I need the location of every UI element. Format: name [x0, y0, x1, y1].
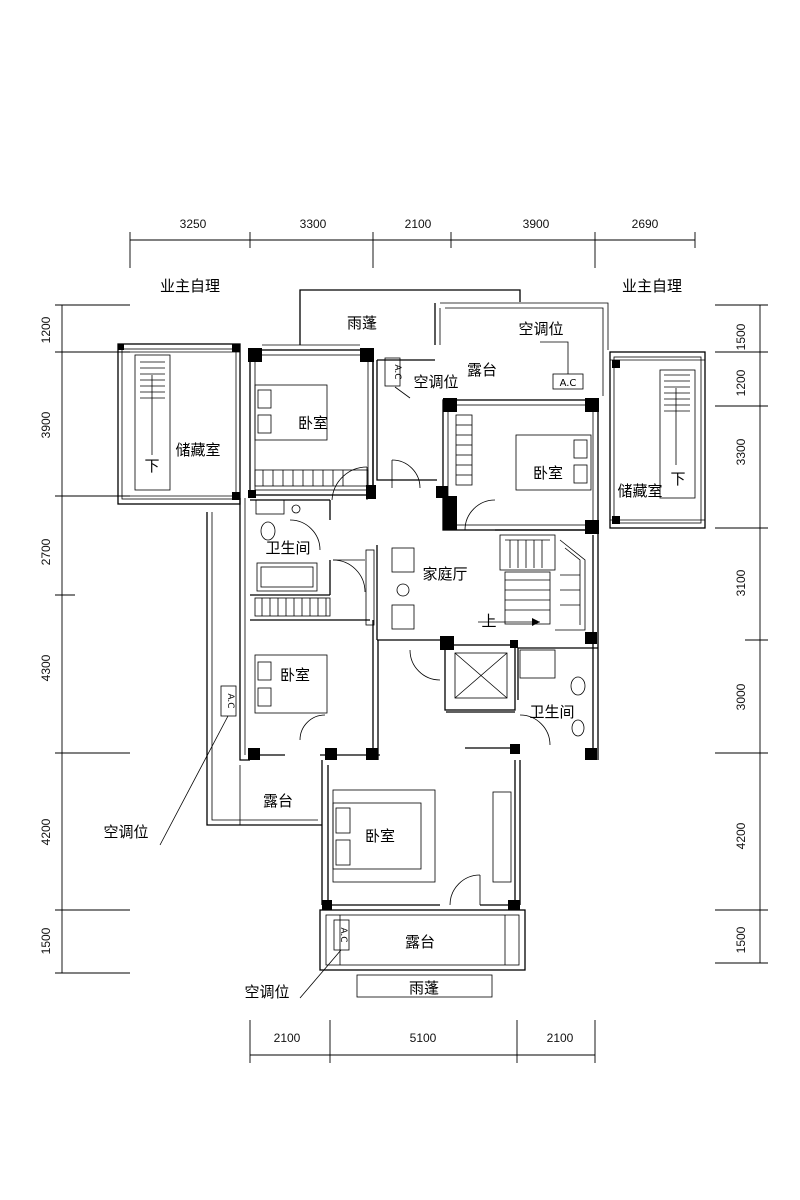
dim-right-5: 3000 — [734, 683, 748, 710]
dim-top-5: 2690 — [632, 217, 659, 231]
label-storage-right: 储藏室 — [617, 482, 662, 500]
label-ac-top: 空调位 — [518, 320, 563, 338]
dim-top-2: 3300 — [300, 217, 327, 231]
label-owner-left: 业主自理 — [160, 277, 220, 295]
label-ac-left: 空调位 — [103, 823, 148, 841]
dim-right-4: 3100 — [734, 569, 748, 596]
svg-text:A.C: A.C — [225, 693, 235, 708]
main-stair — [478, 534, 586, 631]
right-stair-treads — [664, 374, 690, 465]
dim-left-1: 1200 — [39, 316, 53, 343]
elevator-shaft — [444, 640, 518, 711]
main-walls — [206, 344, 599, 998]
dim-bottom-2: 5100 — [410, 1031, 437, 1045]
dimension-lines — [55, 232, 768, 1063]
dim-left-2: 3900 — [39, 411, 53, 438]
door-swings — [289, 459, 551, 906]
bed-middle-left — [254, 654, 328, 714]
dim-top-3: 2100 — [405, 217, 432, 231]
dim-right-7: 1500 — [734, 926, 748, 953]
bed-top-right — [515, 434, 592, 491]
label-stair-down-left: 下 — [144, 457, 159, 475]
dimensions-bottom: 2100 5100 2100 — [274, 1031, 574, 1045]
dim-left-6: 1500 — [39, 927, 53, 954]
label-terrace-bottom: 露台 — [405, 933, 435, 951]
label-bedroom-1: 卧室 — [298, 414, 328, 432]
label-stair-down-right: 下 — [670, 470, 685, 488]
label-ac-mid: 空调位 — [413, 373, 458, 391]
dim-right-2: 1200 — [734, 369, 748, 396]
label-stair-up: 上 — [481, 612, 496, 630]
left-stair-treads — [140, 361, 165, 455]
svg-text:A.C: A.C — [560, 378, 577, 389]
label-terrace-top: 露台 — [467, 361, 497, 379]
dim-left-5: 4200 — [39, 818, 53, 845]
label-canopy-bottom: 雨蓬 — [409, 979, 439, 997]
ac-tag-top: A.C — [384, 357, 402, 387]
dim-bottom-1: 2100 — [274, 1031, 301, 1045]
dim-top-1: 3250 — [180, 217, 207, 231]
top-canopy — [299, 289, 609, 396]
room-labels: 业主自理 业主自理 雨蓬 空调位 露台 空调位 储藏室 下 卧室 卧室 储藏室 … — [103, 277, 685, 1001]
dimensions-right: 1500 1200 3300 3100 3000 4200 1500 — [734, 323, 748, 953]
dim-top-4: 3900 — [523, 217, 550, 231]
label-bedroom-2: 卧室 — [533, 464, 563, 482]
svg-text:A.C: A.C — [338, 927, 348, 942]
right-storage-room — [609, 351, 706, 529]
dim-left-4: 4300 — [39, 654, 53, 681]
label-bath-right: 卫生间 — [529, 703, 574, 721]
dim-left-3: 2700 — [39, 538, 53, 565]
label-canopy-top: 雨蓬 — [347, 314, 377, 332]
left-storage-room — [117, 343, 241, 505]
dimensions-top: 3250 3300 2100 3900 2690 — [180, 217, 659, 231]
closet-hangers-right — [456, 424, 472, 476]
ac-tag-left: A.C — [220, 685, 237, 717]
dim-right-3: 3300 — [734, 438, 748, 465]
ac-tag-bottom: A.C — [333, 919, 350, 951]
bed-top-left — [254, 384, 328, 441]
dim-right-1: 1500 — [734, 323, 748, 350]
wardrobe-hangers-top — [262, 470, 344, 486]
dimensions-left: 1200 3900 2700 4300 4200 1500 — [39, 316, 53, 954]
label-bedroom-4: 卧室 — [365, 827, 395, 845]
sofa-bottom — [391, 604, 415, 630]
dim-right-6: 4200 — [734, 822, 748, 849]
dim-bottom-3: 2100 — [547, 1031, 574, 1045]
svg-text:A.C: A.C — [392, 364, 402, 379]
label-bath-left: 卫生间 — [265, 539, 310, 557]
wardrobe-hangers-left — [261, 598, 327, 616]
label-family-hall: 家庭厅 — [422, 565, 467, 583]
label-ac-bottom: 空调位 — [244, 983, 289, 1001]
label-bedroom-3: 卧室 — [280, 666, 310, 684]
label-owner-right: 业主自理 — [622, 277, 682, 295]
label-storage-left: 储藏室 — [175, 441, 220, 459]
furniture: A.C A.C A.C A.C — [159, 341, 592, 999]
sofa-top — [391, 547, 415, 573]
bathtub — [256, 562, 318, 592]
label-terrace-left: 露台 — [263, 792, 293, 810]
ac-tag-top-right: A.C — [552, 373, 584, 390]
